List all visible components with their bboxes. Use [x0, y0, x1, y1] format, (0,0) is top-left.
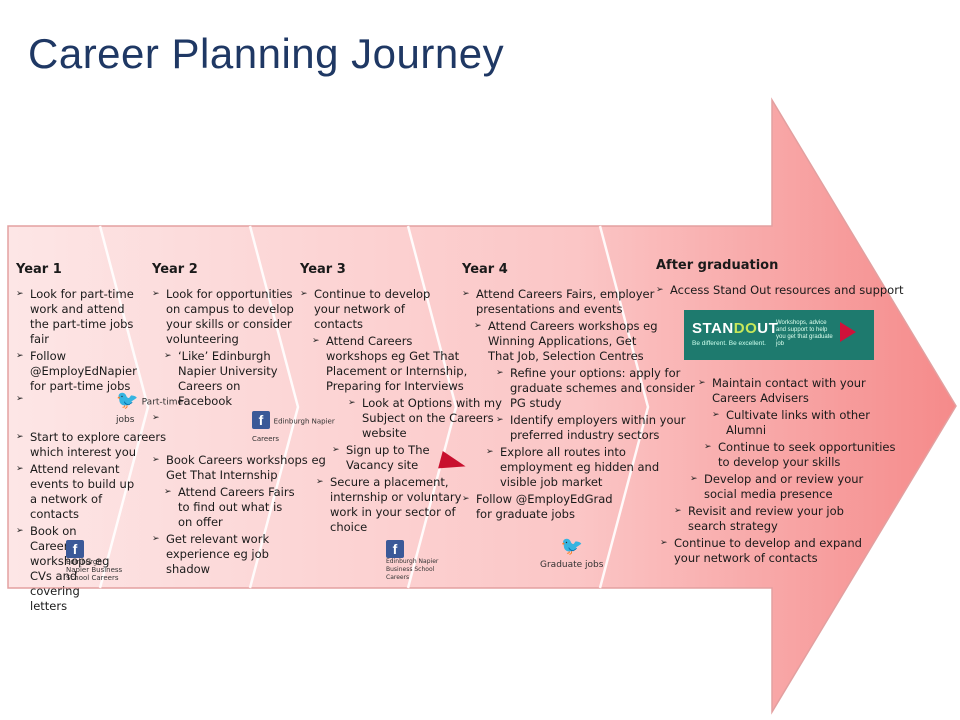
stage-year-1: Year 1 Look for part-time work and atten… [16, 262, 186, 616]
after-item: Cultivate links with other Alumni [712, 408, 900, 438]
year-2-heading: Year 2 [152, 262, 198, 277]
year-1-item: Book on Careers workshops eg CVs and cov… [16, 524, 120, 614]
year-3-item: Continue to develop your network of cont… [300, 287, 454, 332]
standout-banner: STANDOUT Be different. Be excellent. Wor… [684, 310, 874, 360]
facebook-icon: f [66, 540, 84, 558]
facebook-badge-2: f Edinburgh Napier Careers [152, 411, 342, 447]
facebook-caption: Edinburgh Napier Business School Careers [66, 558, 123, 582]
year-3-item: Secure a placement, internship or volunt… [316, 475, 470, 535]
stage-year-2: Year 2 Look for opportunities on campus … [152, 262, 342, 579]
year-3-item: Sign up to The Vacancy site [332, 443, 436, 473]
standout-logo: STANDOUT [692, 320, 779, 337]
after-item: Maintain contact with your Careers Advis… [698, 376, 892, 406]
year-4-item: Identify employers within your preferred… [496, 413, 690, 443]
year-4-heading: Year 4 [462, 262, 508, 277]
year-4-item: Follow @EmployEdGrad for graduate jobs [462, 492, 626, 522]
standout-tagline: Be different. Be excellent. [692, 340, 766, 347]
year-4-item: Refine your options: apply for graduate … [496, 366, 710, 411]
standout-description: Workshops, advice and support to help yo… [776, 320, 833, 347]
year-4-item: Explore all routes into employment eg hi… [486, 445, 660, 490]
year-2-item: Look for opportunities on campus to deve… [152, 287, 306, 347]
year-2-item: Attend Careers Fairs to find out what is… [164, 485, 298, 530]
standout-triangle-icon [840, 322, 856, 342]
twitter-caption: Part-time jobs [116, 397, 184, 425]
facebook-badge-3: f Edinburgh Napier Business School Caree… [386, 540, 446, 582]
year-2-item: ‘Like’ Edinburgh Napier University Caree… [164, 349, 288, 409]
stage-year-3: Year 3 Continue to develop your network … [300, 262, 510, 581]
twitter-icon: 🐦 [560, 536, 584, 557]
page-title: Career Planning Journey [28, 30, 505, 77]
facebook-caption: Edinburgh Napier Careers [252, 417, 335, 443]
facebook-icon: f [386, 540, 404, 558]
after-list: Maintain contact with your Careers Advis… [660, 376, 900, 568]
twitter-caption: Graduate jobs [540, 560, 604, 570]
after-item: Revisit and review your job search strat… [674, 504, 878, 534]
year-1-item: Look for part-time work and attend the p… [16, 287, 140, 347]
year-1-item: Attend relevant events to build up a net… [16, 462, 140, 522]
after-item: Develop and or review your social media … [690, 472, 894, 502]
stage-after-graduation: After graduation Access Stand Out resour… [656, 258, 906, 300]
year-4-item: Attend Careers workshops eg Winning Appl… [474, 319, 658, 364]
year-2-item: Book Careers workshops eg Get That Inter… [152, 453, 342, 483]
twitter-icon: 🐦 [116, 390, 139, 411]
year-1-item: Follow @EmployEdNapier for part-time job… [16, 349, 140, 394]
twitter-badge: 🐦 Graduate jobs [540, 538, 603, 573]
after-item: Access Stand Out resources and support [656, 283, 910, 298]
year-4-item: Attend Careers Fairs, employer presentat… [462, 287, 656, 317]
facebook-caption: Edinburgh Napier Business School Careers [386, 558, 439, 581]
after-item: Continue to develop and expand your netw… [660, 536, 884, 566]
facebook-badge: f Edinburgh Napier Business School Caree… [66, 540, 126, 582]
twitter-part-time: 🐦 Part-time jobs [16, 392, 186, 428]
year-3-item: Attend Careers workshops eg Get That Pla… [312, 334, 476, 394]
year-1-heading: Year 1 [16, 262, 62, 277]
year-3-heading: Year 3 [300, 262, 346, 277]
facebook-icon: f [252, 411, 270, 429]
year-3-item: Look at Options with my Subject on the C… [348, 396, 502, 441]
after-heading: After graduation [656, 258, 779, 273]
year-2-item: Get relevant work experience eg job shad… [152, 532, 286, 577]
stage-year-4: Year 4 Attend Careers Fairs, employer pr… [462, 262, 702, 570]
year-1-item: Start to explore careers which interest … [16, 430, 186, 460]
after-item: Continue to seek opportunities to develo… [704, 440, 908, 470]
